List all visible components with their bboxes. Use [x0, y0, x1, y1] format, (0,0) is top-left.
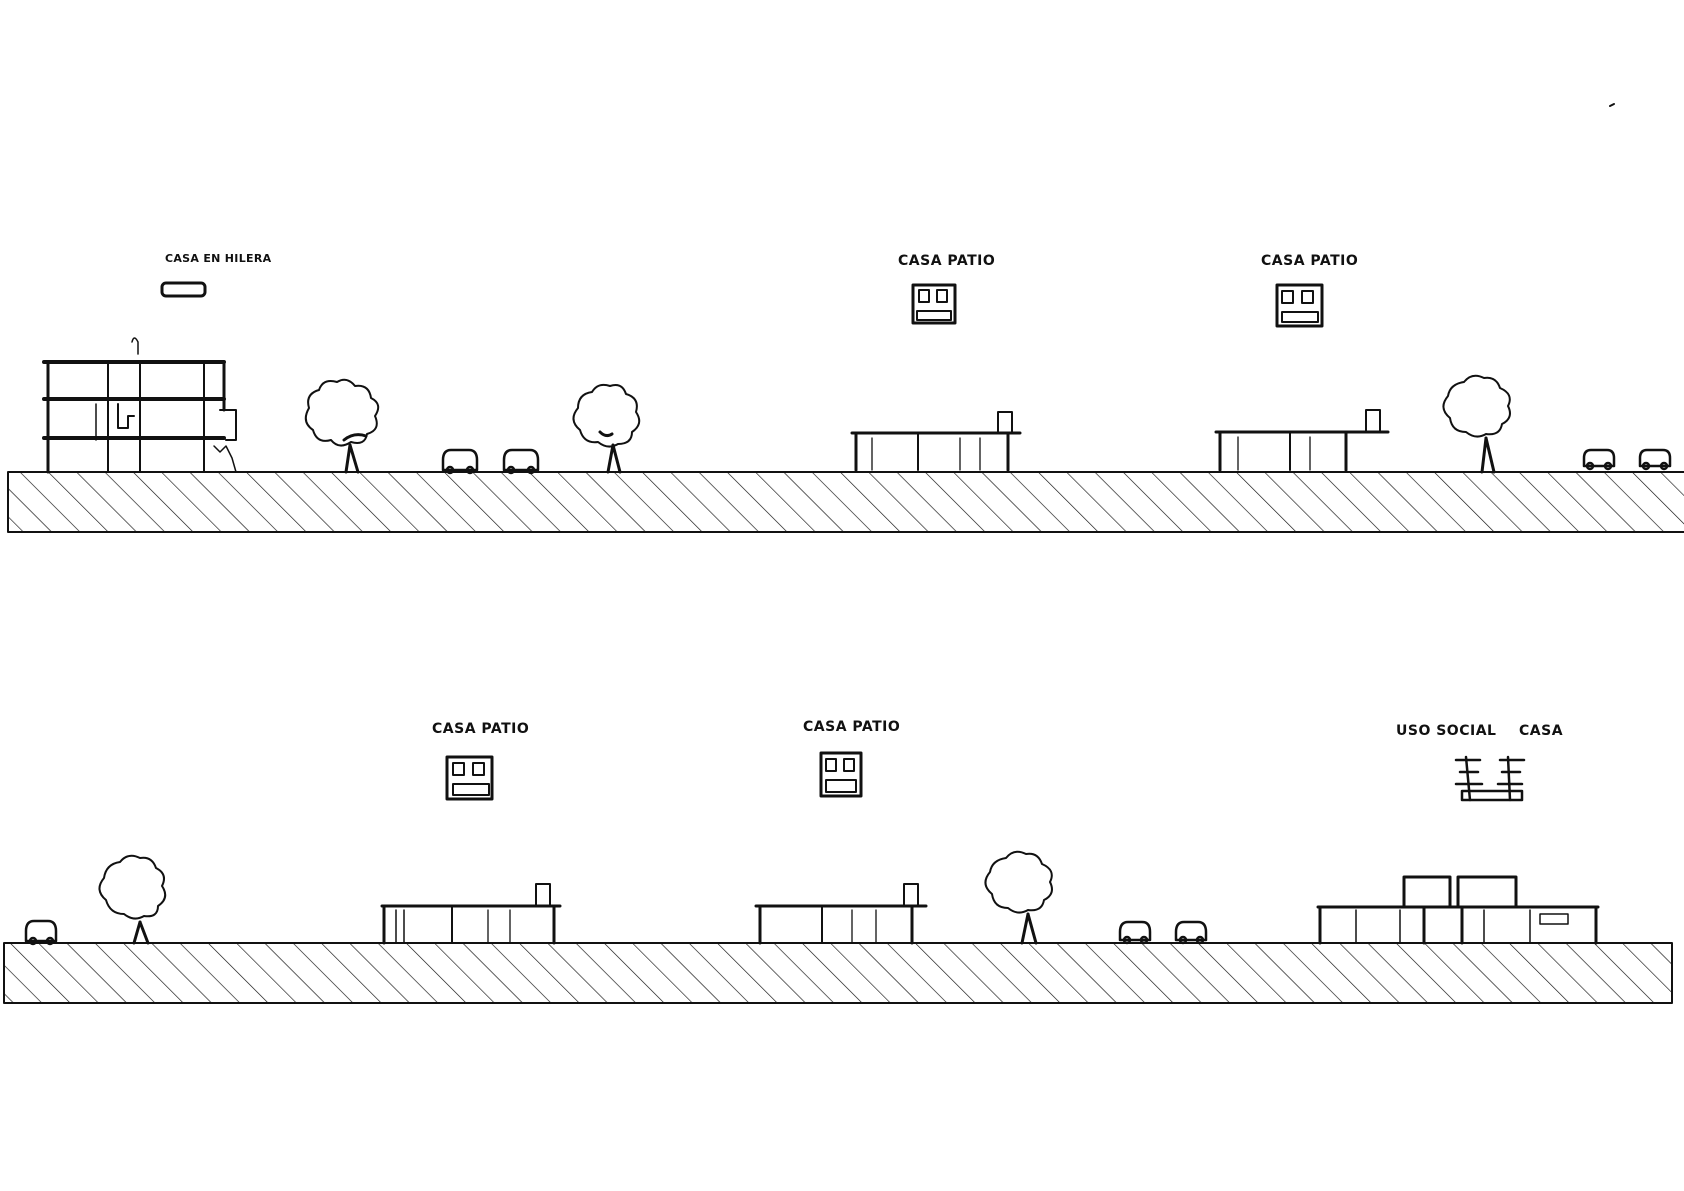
row-house-building — [42, 337, 237, 474]
plan-icon-casa-patio-4 — [819, 751, 863, 798]
plan-icon-uso-social — [1454, 755, 1526, 802]
courtyard-house-4 — [754, 883, 928, 945]
label-casa-patio-4: CASA PATIO — [803, 719, 901, 735]
tree-upper-3 — [1442, 374, 1511, 474]
car-lower-1 — [24, 919, 58, 946]
car-upper-3 — [1582, 448, 1616, 471]
plan-icon-casa-patio-1 — [911, 283, 957, 325]
tree-lower-1 — [98, 854, 167, 945]
ground-strip-upper — [7, 471, 1684, 533]
tree-lower-2 — [984, 850, 1053, 945]
car-lower-2 — [1118, 920, 1152, 945]
label-casa: CASA — [1519, 723, 1564, 739]
label-uso-social: USO SOCIAL — [1396, 723, 1497, 739]
car-upper-2 — [502, 448, 540, 475]
tree-upper-1 — [304, 378, 380, 474]
courtyard-house-3 — [380, 883, 562, 945]
stray-mark — [1609, 103, 1615, 107]
car-upper-1 — [441, 448, 479, 475]
plan-icon-casa-patio-3 — [445, 755, 494, 801]
label-casa-patio-1: CASA PATIO — [898, 253, 996, 269]
social-use-house — [1316, 875, 1600, 945]
courtyard-house-2 — [1214, 409, 1390, 472]
car-upper-4 — [1638, 448, 1672, 471]
label-casa-patio-3: CASA PATIO — [432, 721, 530, 737]
label-casa-en-hilera: CASA EN HILERA — [165, 252, 272, 265]
plan-icon-casa-patio-2 — [1275, 283, 1324, 328]
car-lower-3 — [1174, 920, 1208, 945]
label-casa-patio-2: CASA PATIO — [1261, 253, 1359, 269]
plan-icon-hilera — [160, 281, 207, 298]
courtyard-house-1 — [850, 411, 1022, 472]
tree-upper-2 — [572, 383, 641, 474]
ground-strip-lower — [3, 942, 1673, 1004]
